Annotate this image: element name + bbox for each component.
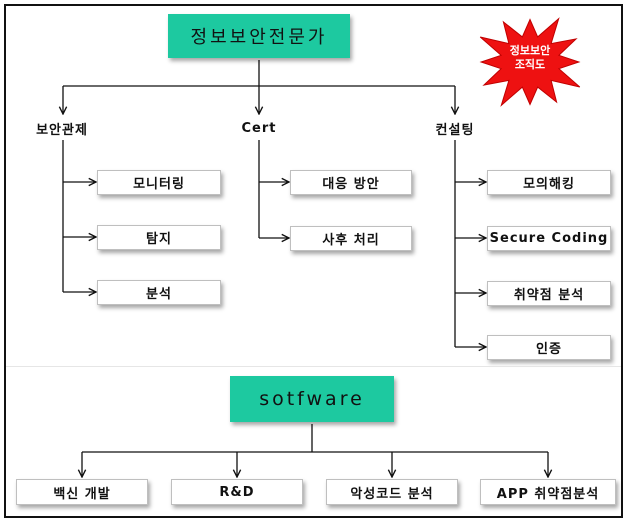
item-antivirus-dev: 백신 개발: [16, 479, 148, 505]
item-detection: 탐지: [97, 225, 221, 250]
item-response-plan: 대응 방안: [290, 170, 412, 195]
item-label: 모니터링: [133, 177, 185, 192]
section-divider: [6, 366, 621, 367]
software-title: sotfware: [230, 376, 394, 422]
item-app-vulnerability: APP 취약점분석: [480, 479, 616, 505]
item-analysis: 분석: [97, 280, 221, 305]
item-post-processing: 사후 처리: [290, 226, 412, 251]
item-monitoring: 모니터링: [97, 170, 221, 195]
item-label: 사후 처리: [322, 233, 380, 248]
item-label: R&D: [219, 484, 255, 500]
item-label: APP 취약점분석: [496, 486, 600, 502]
item-label: 인증: [536, 342, 562, 357]
starburst-badge: [479, 17, 581, 107]
software-title-text: sotfware: [259, 388, 365, 410]
item-penetration-test: 모의해킹: [487, 170, 611, 195]
badge-text: 정보보안 조직도: [478, 44, 582, 72]
item-label: Secure Coding: [489, 231, 609, 246]
department-security-monitoring: 보안관제: [14, 116, 110, 140]
item-certification: 인증: [487, 335, 611, 360]
item-vulnerability-analysis: 취약점 분석: [487, 281, 611, 306]
item-label: 백신 개발: [53, 486, 111, 502]
badge-line-1: 정보보안: [509, 44, 551, 57]
page-title-text: 정보보안전문가: [190, 27, 328, 48]
department-label: Cert: [241, 120, 277, 136]
item-label: 대응 방안: [322, 177, 380, 192]
department-label: 컨설팅: [435, 122, 475, 138]
department-consulting: 컨설팅: [405, 116, 505, 140]
item-malware-analysis: 악성코드 분석: [326, 479, 458, 505]
item-label: 악성코드 분석: [350, 486, 434, 502]
item-label: 모의해킹: [523, 177, 575, 192]
page-title: 정보보안전문가: [168, 14, 350, 58]
item-label: 분석: [146, 287, 172, 302]
item-secure-coding: Secure Coding: [487, 226, 611, 251]
badge-line-2: 조직도: [514, 58, 546, 71]
department-cert: Cert: [209, 116, 309, 140]
item-rnd: R&D: [171, 479, 303, 505]
item-label: 취약점 분석: [513, 288, 585, 303]
department-label: 보안관제: [36, 122, 88, 138]
item-label: 탐지: [146, 232, 172, 247]
